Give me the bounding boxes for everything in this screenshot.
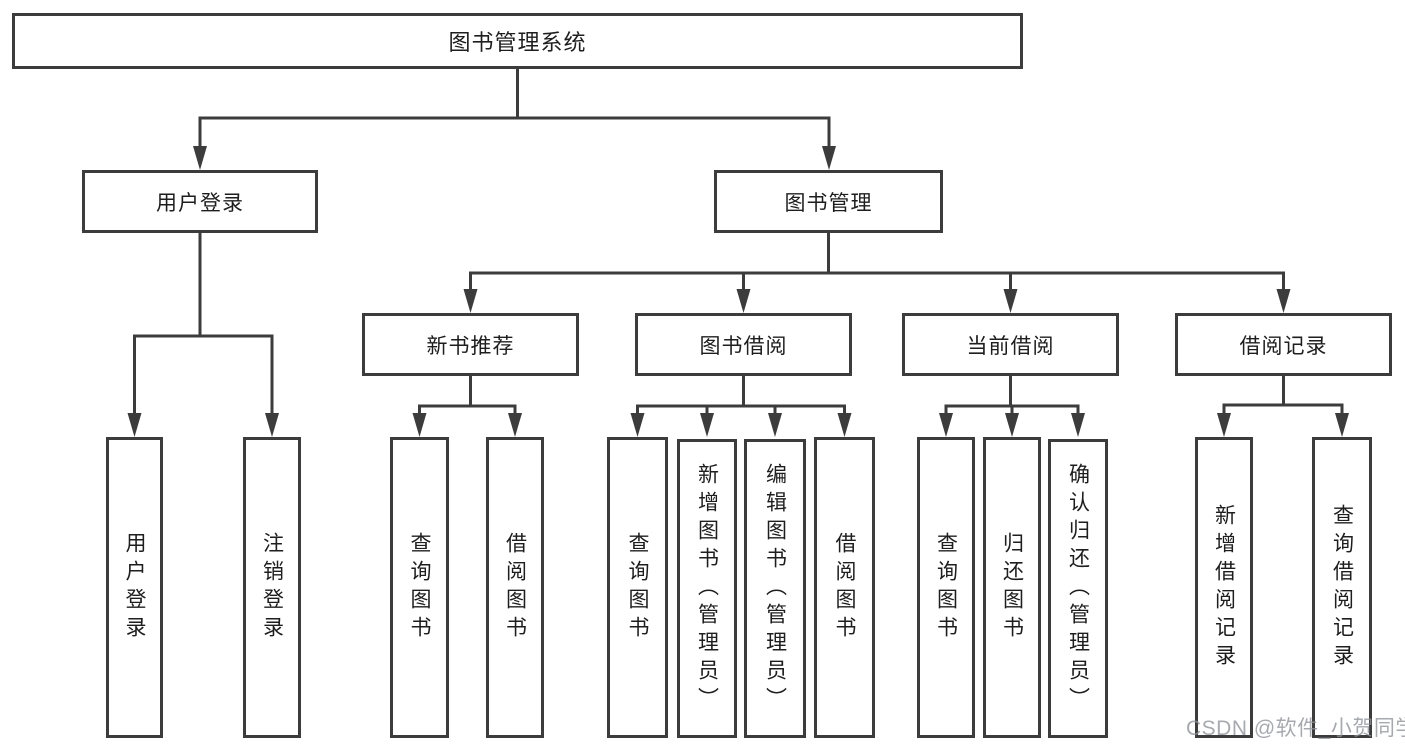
arrowheads	[127, 146, 1349, 437]
node-new-book-recommend: 新书推荐	[362, 313, 579, 376]
node-query-borrow-record: 查询借阅记录	[1312, 437, 1372, 738]
node-book-management: 图书管理	[714, 170, 943, 233]
node-edit-books-admin: 编辑图书（管理员）	[744, 439, 806, 738]
node-user-login: 用户登录	[82, 170, 318, 233]
node-confirm-return-admin: 确认归还（管理员）	[1048, 439, 1108, 738]
node-label: 确认归还（管理员）	[1066, 462, 1090, 715]
node-label: 图书借阅	[699, 334, 788, 358]
node-label: 当前借阅	[966, 334, 1055, 358]
node-label: 用户登录	[156, 191, 244, 215]
csdn-watermark: CSDN @软件_小贺同学	[1186, 717, 1405, 740]
node-label: 用户登录	[123, 531, 146, 644]
node-borrowing-records: 借阅记录	[1175, 313, 1392, 376]
node-query-books-1: 查询图书	[390, 437, 449, 738]
node-label: 查询图书	[626, 531, 649, 644]
node-label: 新书推荐	[426, 334, 515, 358]
node-label: 编辑图书（管理员）	[763, 462, 787, 715]
node-query-books-2: 查询图书	[607, 437, 668, 738]
node-label: 查询图书	[934, 531, 958, 644]
node-label: 归还图书	[1000, 531, 1024, 644]
node-return-books: 归还图书	[983, 437, 1041, 738]
node-logout: 注销登录	[243, 437, 301, 738]
node-query-books-3: 查询图书	[917, 437, 975, 738]
node-label: 图书管理	[784, 191, 873, 215]
node-add-borrow-record: 新增借阅记录	[1195, 437, 1253, 738]
node-label: 查询借阅记录	[1330, 503, 1354, 672]
node-borrow-books-2: 借阅图书	[814, 437, 875, 738]
node-label: 新增借阅记录	[1212, 503, 1236, 672]
node-borrow-books-1: 借阅图书	[486, 437, 544, 738]
node-root: 图书管理系统	[12, 13, 1023, 69]
node-add-books-admin: 新增图书（管理员）	[677, 439, 737, 738]
node-label: 查询图书	[408, 531, 431, 644]
node-current-borrowing: 当前借阅	[902, 313, 1119, 376]
node-label: 借阅图书	[503, 531, 527, 644]
node-label: 注销登录	[260, 531, 284, 644]
node-user-login-leaf: 用户登录	[106, 437, 163, 738]
node-label: 图书管理系统	[448, 30, 587, 55]
node-label: 新增图书（管理员）	[695, 462, 719, 715]
node-book-borrowing: 图书借阅	[635, 313, 852, 376]
node-label: 借阅记录	[1239, 334, 1328, 358]
node-label: 借阅图书	[833, 531, 856, 644]
